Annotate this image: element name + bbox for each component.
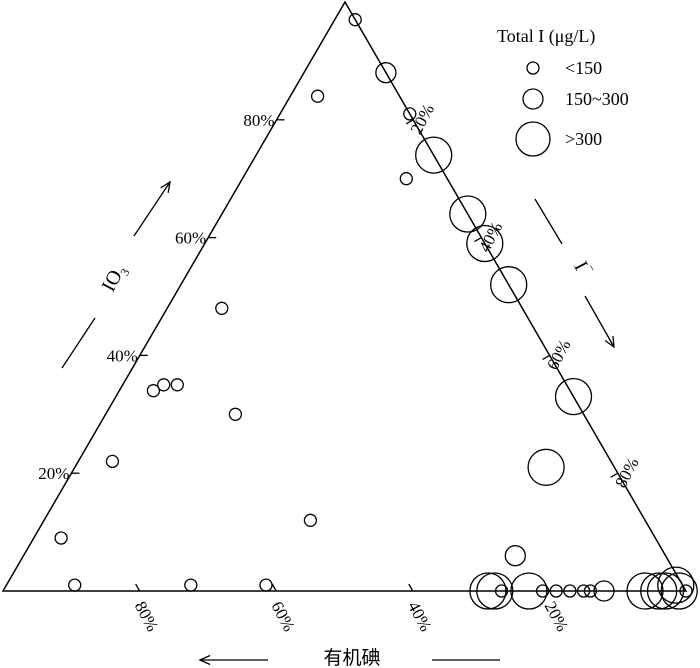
axis-labels: IO3 I⁻ 有机碘 <box>98 257 597 668</box>
data-point <box>469 572 507 610</box>
data-point <box>593 580 615 602</box>
data-point <box>415 136 453 174</box>
left-axis-arrow-head <box>160 180 171 193</box>
data-point <box>563 584 577 598</box>
data-point <box>494 584 509 598</box>
data-point <box>657 566 695 604</box>
right-tick-label: 60% <box>543 337 574 373</box>
data-point <box>105 454 120 469</box>
data-point <box>54 531 68 545</box>
data-point <box>476 572 514 610</box>
data-point <box>504 545 526 567</box>
data-point <box>259 578 273 592</box>
bottom-tick <box>271 583 277 592</box>
bottom-tick <box>408 583 414 592</box>
right-axis-arrow <box>584 295 615 348</box>
data-point <box>527 448 565 486</box>
legend-title: Total I (μg/L) <box>497 26 595 47</box>
data-point <box>215 301 229 315</box>
data-point <box>310 89 325 103</box>
legend-label: 150~300 <box>565 89 629 109</box>
data-point <box>660 572 698 610</box>
axis-direction-arrows <box>61 180 615 666</box>
right-tick <box>610 472 619 478</box>
data-point <box>228 407 243 421</box>
right-tick-label: 80% <box>611 454 642 490</box>
data-point <box>646 572 685 610</box>
data-point <box>626 572 664 610</box>
left-axis-arrow <box>133 181 171 237</box>
triangle-outline <box>1 0 688 592</box>
data-point <box>679 584 693 598</box>
data-point <box>348 13 362 27</box>
legend-label: <150 <box>565 58 602 78</box>
right-axis-line <box>534 198 563 245</box>
data-point <box>403 107 417 121</box>
legend-marker-small <box>526 61 540 75</box>
right-axis-arrow-head <box>604 335 615 349</box>
right-axis-label: I⁻ <box>569 257 597 281</box>
bottom-tick <box>135 583 141 592</box>
left-tick-label: 80% <box>243 111 274 130</box>
legend-marker-large <box>515 121 551 157</box>
right-tick <box>474 237 482 243</box>
data-point <box>146 384 161 398</box>
data-point <box>399 172 413 186</box>
data-point <box>549 584 563 598</box>
data-point <box>535 584 550 598</box>
left-tick-label: 20% <box>38 464 69 483</box>
left-tick-label: 40% <box>107 346 138 365</box>
bottom-tick-label: 40% <box>404 598 435 634</box>
legend-label: >300 <box>565 129 602 149</box>
legend: Total I (μg/L) <150 150~300 >300 <box>497 26 629 157</box>
data-point <box>466 224 504 263</box>
data-point <box>157 378 171 392</box>
axis-ticks: 20%40%60%80%20%40%60%80%80%60%40%20% <box>38 101 642 635</box>
legend-marker-medium <box>522 88 544 110</box>
data-points <box>54 13 698 610</box>
ternary-frame <box>1 0 688 592</box>
left-axis-line <box>61 317 96 369</box>
data-point <box>640 572 678 610</box>
bottom-tick-label: 80% <box>131 598 162 634</box>
right-tick <box>542 354 550 360</box>
left-axis-label: IO3 <box>98 261 133 297</box>
bottom-tick-label: 20% <box>541 598 572 634</box>
right-tick <box>405 119 414 125</box>
data-point <box>583 584 598 598</box>
data-point <box>449 195 487 233</box>
data-point <box>184 578 198 592</box>
data-point <box>554 377 593 416</box>
data-point <box>375 62 397 84</box>
bottom-axis-label: 有机碘 <box>323 647 380 668</box>
left-tick-label: 60% <box>175 229 206 248</box>
data-point <box>170 378 184 392</box>
data-point <box>303 513 318 527</box>
data-point <box>576 584 591 598</box>
data-point <box>68 578 82 592</box>
bottom-axis-arrow-head <box>198 654 211 666</box>
data-point <box>490 266 528 304</box>
data-point <box>510 572 548 610</box>
bottom-tick-label: 60% <box>267 598 298 634</box>
